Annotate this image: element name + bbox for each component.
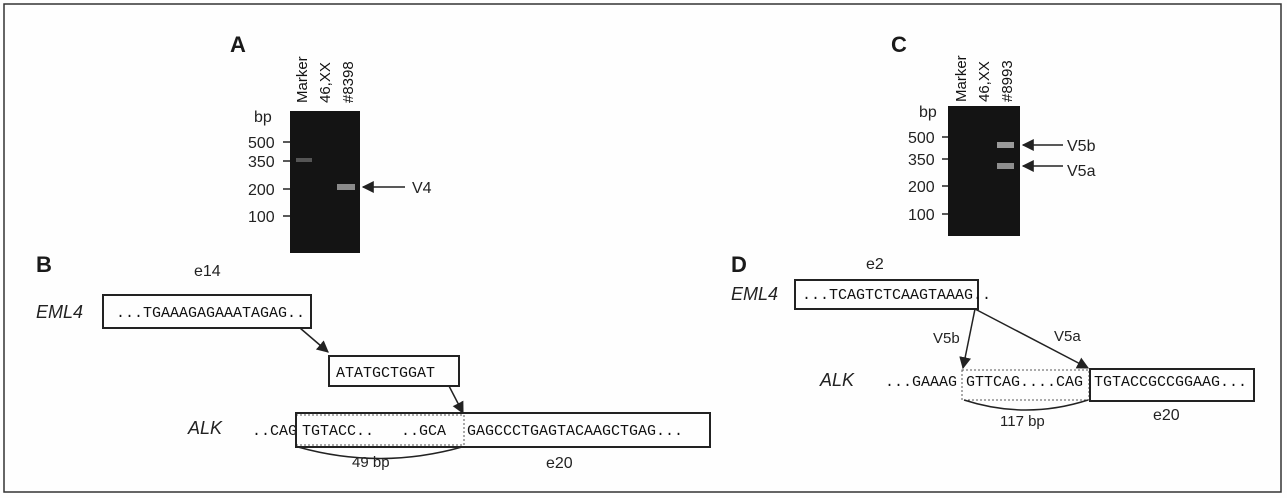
lane-label-control-c: 46,XX (976, 61, 993, 102)
gel-image-a (290, 111, 360, 253)
alk-deleted-sequence-b: TGTACC.. ..GCA (302, 423, 446, 440)
alk-prefix-d: ...GAAAG (885, 374, 957, 391)
variant-label-v5b: V5b (933, 330, 960, 347)
panel-b: B e14 EML4 ...TGAAAGAGAAATAGAG.. ATATGCT… (36, 252, 710, 472)
panel-letter-b: B (36, 252, 52, 277)
lane-label-marker-c: Marker (953, 55, 970, 102)
exon-label-e20-d: e20 (1153, 407, 1180, 424)
exon-label-e14: e14 (194, 263, 221, 280)
tick-label-100-a: 100 (248, 209, 275, 226)
insert-sequence: ATATGCTGGAT (336, 365, 435, 382)
gene-label-alk-d: ALK (819, 370, 855, 390)
alk-sequence-d: TGTACCGCCGGAAG... (1094, 374, 1247, 391)
band-label-v5a: V5a (1067, 163, 1096, 180)
bp-unit-label-a: bp (254, 109, 272, 126)
panel-d: D e2 EML4 ...TCAGTCTCAAGTAAAG.. V5b V5a … (731, 252, 1254, 430)
lane-label-sample-a: #8398 (340, 61, 357, 103)
exon-label-e2: e2 (866, 256, 884, 273)
gene-label-alk-b: ALK (187, 418, 223, 438)
panel-a: A Marker 46,XX #8398 bp 500 350 200 100 … (230, 32, 432, 253)
lane-label-sample-c: #8993 (999, 60, 1016, 102)
gel-band (337, 184, 355, 190)
gel-image-c (948, 106, 1020, 236)
tick-label-200-a: 200 (248, 182, 275, 199)
deletion-size-b: 49 bp (352, 454, 390, 471)
lane-label-control-a: 46,XX (317, 62, 334, 103)
gel-band (296, 158, 312, 162)
tick-label-350-a: 350 (248, 154, 275, 171)
eml4-sequence-d: ...TCAGTCTCAAGTAAAG.. (802, 287, 991, 304)
junction-arrow (449, 386, 463, 413)
deletion-bracket (964, 400, 1088, 410)
tick-label-100-c: 100 (908, 207, 935, 224)
junction-arrow (300, 328, 328, 352)
alk-deleted-sequence-d: GTTCAG....CAG (966, 374, 1083, 391)
band-label-v5b: V5b (1067, 138, 1096, 155)
alk-prefix-b: ..CAG (252, 423, 297, 440)
panel-c: C Marker 46,XX #8993 bp 500 350 200 100 … (891, 32, 1096, 236)
alk-sequence-b: GAGCCCTGAGTACAAGCTGAG... (467, 423, 683, 440)
variant-label-v5a: V5a (1054, 328, 1081, 345)
tick-label-350-c: 350 (908, 152, 935, 169)
junction-arrow-v5b (963, 309, 975, 368)
panel-letter-c: C (891, 32, 907, 57)
eml4-sequence-b: ...TGAAAGAGAAATAGAG.. (116, 305, 305, 322)
panel-letter-a: A (230, 32, 246, 57)
gene-label-eml4-d: EML4 (731, 284, 778, 304)
gel-band (997, 163, 1014, 169)
tick-label-500-c: 500 (908, 130, 935, 147)
gene-label-eml4-b: EML4 (36, 302, 83, 322)
tick-label-500-a: 500 (248, 135, 275, 152)
bp-unit-label-c: bp (919, 104, 937, 121)
gel-band (997, 142, 1014, 148)
panel-letter-d: D (731, 252, 747, 277)
lane-label-marker-a: Marker (294, 56, 311, 103)
exon-label-e20-b: e20 (546, 455, 573, 472)
band-label-v4: V4 (412, 180, 432, 197)
deletion-size-d: 117 bp (1000, 413, 1045, 430)
tick-label-200-c: 200 (908, 179, 935, 196)
